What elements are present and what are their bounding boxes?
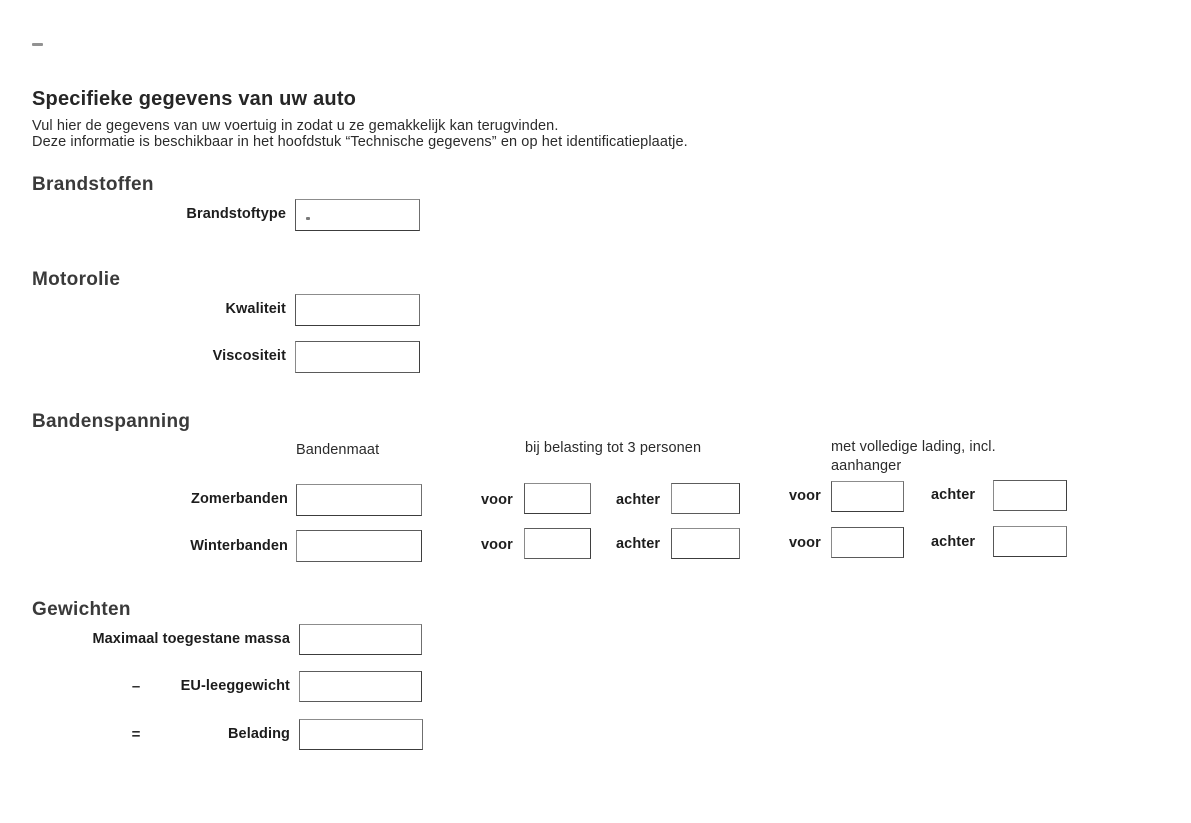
input-winterbanden-bandenmaat[interactable] [296,530,422,562]
input-eu-leeggewicht[interactable] [299,671,422,702]
label-winterbanden-belasting3-achter: achter [616,536,661,552]
label-winterbanden: Winterbanden [190,538,288,554]
label-winterbanden-volledig-voor: voor [789,535,821,551]
scan-artifact-mark [32,43,43,46]
input-belading[interactable] [299,719,423,750]
label-zomerbanden-belasting3-achter: achter [616,492,661,508]
label-zomerbanden-volledig-achter: achter [931,487,976,503]
section-heading-brandstoffen: Brandstoffen [32,174,154,195]
input-maximaal-toegestane-massa[interactable] [299,624,422,655]
input-brandstoftype[interactable] [295,199,420,231]
input-zomerbanden-volledig-achter[interactable] [993,480,1067,511]
page-subtitle-line-2: Deze informatie is beschikbaar in het ho… [32,134,688,150]
input-zomerbanden-belasting3-voor[interactable] [524,483,591,514]
input-winterbanden-belasting3-voor[interactable] [524,528,591,559]
label-winterbanden-belasting3-voor: voor [481,537,513,553]
input-kwaliteit[interactable] [295,294,420,326]
input-winterbanden-belasting3-achter[interactable] [671,528,740,559]
label-kwaliteit: Kwaliteit [225,301,286,317]
label-eu-leeggewicht: EU-leeggewicht [180,678,290,694]
column-header-volledige-lading: met volledige lading, incl. aanhanger [831,439,996,474]
label-belading: Belading [227,726,290,742]
input-zomerbanden-bandenmaat[interactable] [296,484,422,516]
column-header-belasting-3-personen: bij belasting tot 3 personen [525,440,702,456]
label-zomerbanden: Zomerbanden [191,491,288,507]
label-viscositeit: Viscositeit [212,348,286,364]
input-winterbanden-volledig-voor[interactable] [831,527,904,558]
operator-equals: = [131,726,141,743]
section-heading-gewichten: Gewichten [32,599,131,620]
input-zomerbanden-volledig-voor[interactable] [831,481,904,512]
label-brandstoftype: Brandstoftype [186,206,286,222]
page-subtitle-line-1: Vul hier de gegevens van uw voertuig in … [32,118,559,134]
operator-minus: – [131,678,141,695]
label-zomerbanden-belasting3-voor: voor [481,492,513,508]
input-viscositeit[interactable] [295,341,420,373]
label-winterbanden-volledig-achter: achter [931,534,976,550]
input-winterbanden-volledig-achter[interactable] [993,526,1067,557]
section-heading-motorolie: Motorolie [32,269,121,290]
label-zomerbanden-volledig-voor: voor [789,488,821,504]
label-maximaal-toegestane-massa: Maximaal toegestane massa [92,631,290,647]
page-title: Specifieke gegevens van uw auto [32,88,357,110]
section-heading-bandenspanning: Bandenspanning [32,411,191,432]
column-header-bandenmaat: Bandenmaat [296,442,380,458]
ink-mark [306,217,310,220]
input-zomerbanden-belasting3-achter[interactable] [671,483,740,514]
